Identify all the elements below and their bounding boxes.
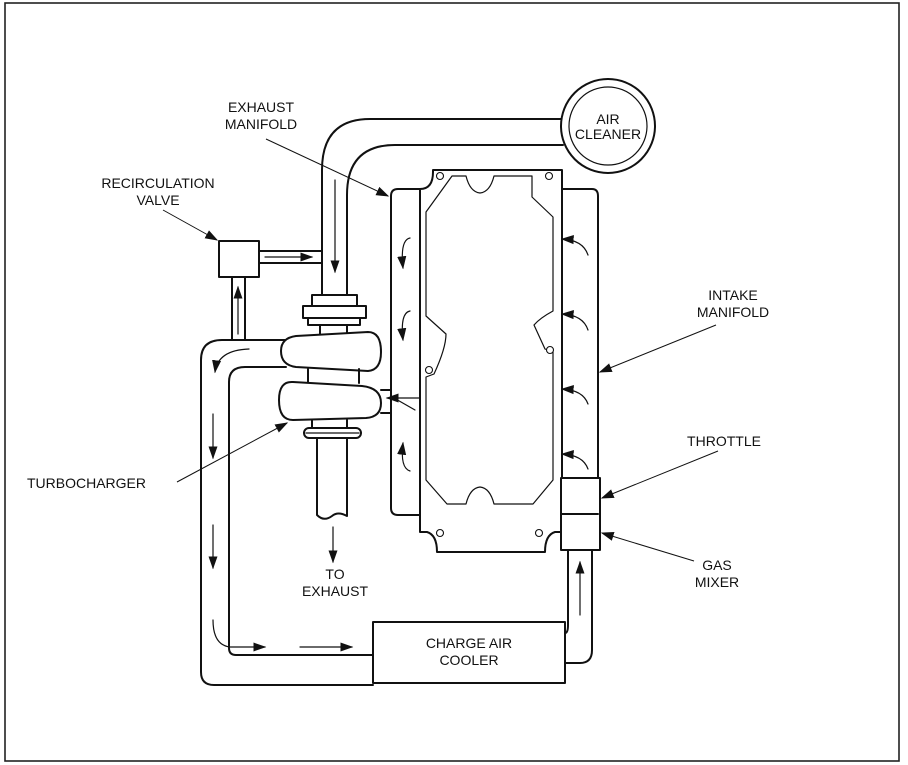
recirculation-valve-label-2: VALVE — [136, 192, 179, 208]
air-cleaner: AIR CLEANER — [560, 78, 656, 174]
recirculation-valve-label-1: RECIRCULATION — [101, 175, 214, 191]
recirculation-valve — [218, 240, 323, 341]
charge-air-cooler-label-1: CHARGE AIR — [426, 635, 512, 651]
exhaust-manifold — [385, 188, 421, 516]
air-cleaner-label-1: AIR — [596, 111, 619, 127]
label-intake-manifold: INTAKE MANIFOLD — [598, 287, 769, 373]
gas-mixer-label-2: MIXER — [695, 574, 739, 590]
air-cleaner-label-2: CLEANER — [575, 126, 641, 142]
label-recirculation-valve: RECIRCULATION VALVE — [101, 175, 219, 241]
exhaust-manifold-label-2: MANIFOLD — [225, 116, 297, 132]
intake-manifold-label-1: INTAKE — [708, 287, 758, 303]
label-turbocharger: TURBOCHARGER — [27, 422, 289, 491]
to-exhaust-label-1: TO — [325, 566, 344, 582]
cooler-to-mixer-pipe — [564, 549, 593, 664]
charge-air-cooler: CHARGE AIR COOLER — [372, 621, 566, 684]
air-inlet-pipe — [321, 118, 564, 297]
engine-block — [419, 169, 563, 553]
gas-mixer-label-1: GAS — [702, 557, 732, 573]
label-exhaust-manifold: EXHAUST MANIFOLD — [225, 99, 390, 197]
label-gas-mixer: GAS MIXER — [600, 532, 739, 590]
turbocharger — [278, 294, 392, 564]
label-to-exhaust: TO EXHAUST — [302, 566, 369, 599]
intake-manifold-label-2: MANIFOLD — [697, 304, 769, 320]
charge-air-pipe — [200, 339, 374, 686]
throttle-gas-mixer — [560, 477, 601, 551]
to-exhaust-label-2: EXHAUST — [302, 583, 369, 599]
exhaust-manifold-label-1: EXHAUST — [228, 99, 295, 115]
throttle-label: THROTTLE — [687, 433, 761, 449]
charge-air-cooler-label-2: COOLER — [439, 652, 498, 668]
label-throttle: THROTTLE — [600, 433, 761, 499]
intake-manifold — [560, 188, 599, 479]
turbocharger-label: TURBOCHARGER — [27, 475, 146, 491]
